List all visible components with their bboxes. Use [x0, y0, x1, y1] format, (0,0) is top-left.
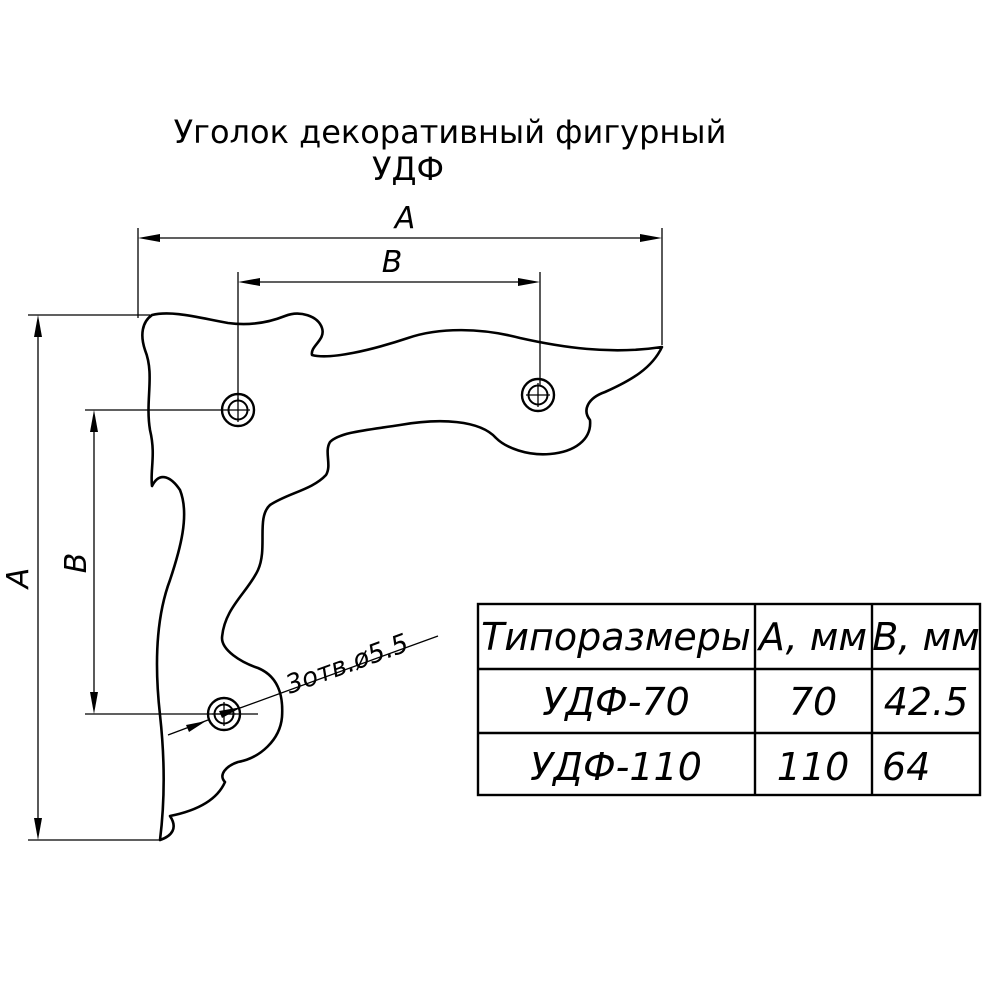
table-header-b: B, мм — [872, 615, 980, 659]
dimension-b-horizontal: B — [237, 245, 541, 400]
table-border — [476, 602, 982, 797]
sizes-table: Типоразмеры A, мм B, мм УДФ-70 70 42.5 У… — [476, 602, 982, 797]
dimension-b-vertical: B — [59, 409, 258, 715]
dimension-a-vertical: A — [1, 314, 160, 841]
table-header-a: A, мм — [756, 615, 867, 659]
dimension-b-left-label: B — [59, 553, 94, 574]
dimension-a-left-label: A — [1, 568, 36, 591]
hole-top-right — [520, 377, 556, 413]
dimension-b-top-label: B — [382, 245, 403, 280]
table-cell-type-110: УДФ-110 — [530, 745, 702, 789]
table-cell-a-70: 70 — [789, 680, 837, 724]
table-cell-b-70: 42.5 — [884, 680, 969, 724]
dimension-a-top-label: A — [393, 201, 416, 236]
corner-bracket-outline — [141, 312, 664, 842]
drawing-title: Уголок декоративный фигурный — [174, 113, 727, 151]
table-cell-b-110: 64 — [882, 745, 930, 789]
table-header-type: Типоразмеры — [481, 615, 751, 659]
drawing-subtitle: УДФ — [372, 150, 444, 188]
hole-note-label: 3отв.ø5.5 — [282, 628, 413, 700]
table-cell-type-70: УДФ-70 — [542, 680, 690, 724]
dimension-a-horizontal: A — [137, 201, 663, 345]
table-cell-a-110: 110 — [777, 745, 850, 789]
